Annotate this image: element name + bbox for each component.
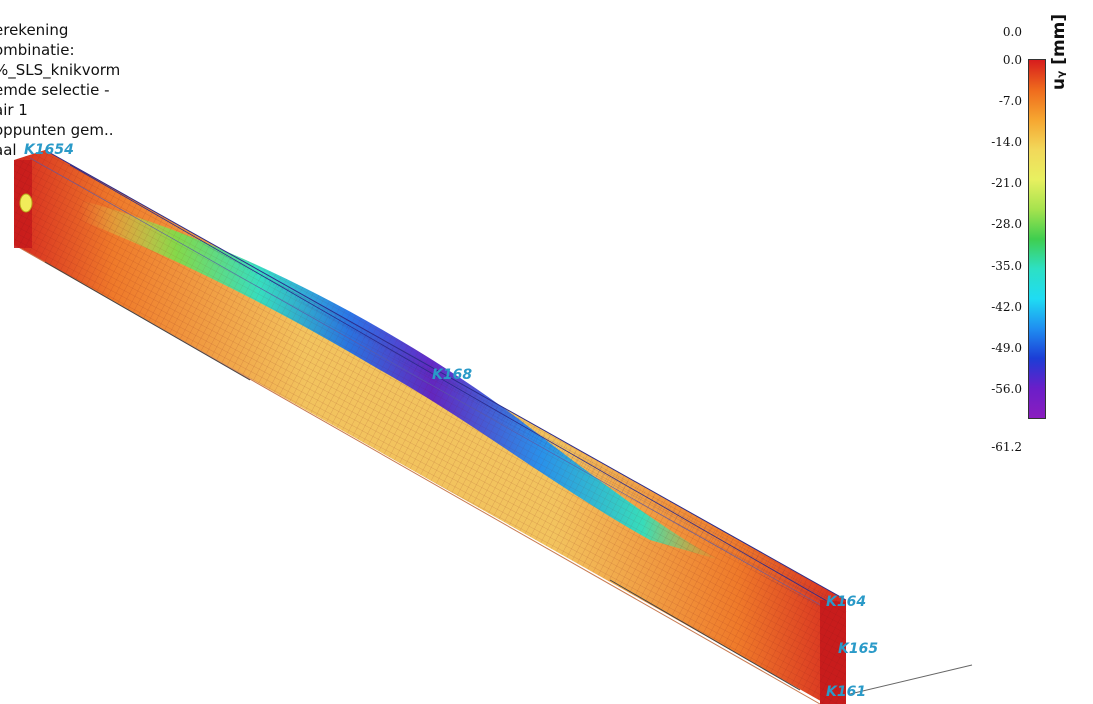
info-line: oppunten gem.. [0,121,114,139]
node-label[interactable]: K1654 [24,142,74,158]
bottom-flange [19,247,821,704]
end-plate-right [820,600,846,704]
result-info-panel: erekening ombinatie: %_SLS_knikvorm emde… [0,20,174,160]
legend-tick: -49.0 [991,341,1022,355]
info-line: erekening [0,21,69,39]
node-label[interactable]: K168 [432,367,473,383]
legend-tick: -14.0 [991,135,1022,149]
node-label[interactable]: K164 [826,594,867,610]
info-line: emde selectie - [0,81,110,99]
node-label[interactable]: K165 [838,641,879,657]
legend-title: uᵧ [mm] [1049,13,1070,91]
legend-tick: 0.0 [1002,25,1022,39]
deformation-contour [80,200,720,560]
info-line: aal [0,141,17,159]
legend-tick: -56.0 [991,382,1022,396]
axis-line [849,664,973,695]
end-plate-left [14,160,33,248]
info-line: air 1 [0,101,28,119]
info-line: %_SLS_knikvorm [0,61,121,79]
legend-tick: -21.0 [991,176,1022,190]
legend-tick: -61.2 [991,440,1022,454]
legend-tick: -42.0 [991,300,1022,314]
legend-tick: -28.0 [991,217,1022,231]
top-flange-mesh [29,149,847,613]
legend-tick: 0.0 [1002,53,1022,67]
colorbar [1028,59,1046,419]
node-label[interactable]: K161 [826,684,867,700]
beam-web [14,150,846,704]
legend-tick: -7.0 [998,94,1022,108]
legend-tick: -35.0 [991,259,1022,273]
info-line: ombinatie: [0,41,75,59]
